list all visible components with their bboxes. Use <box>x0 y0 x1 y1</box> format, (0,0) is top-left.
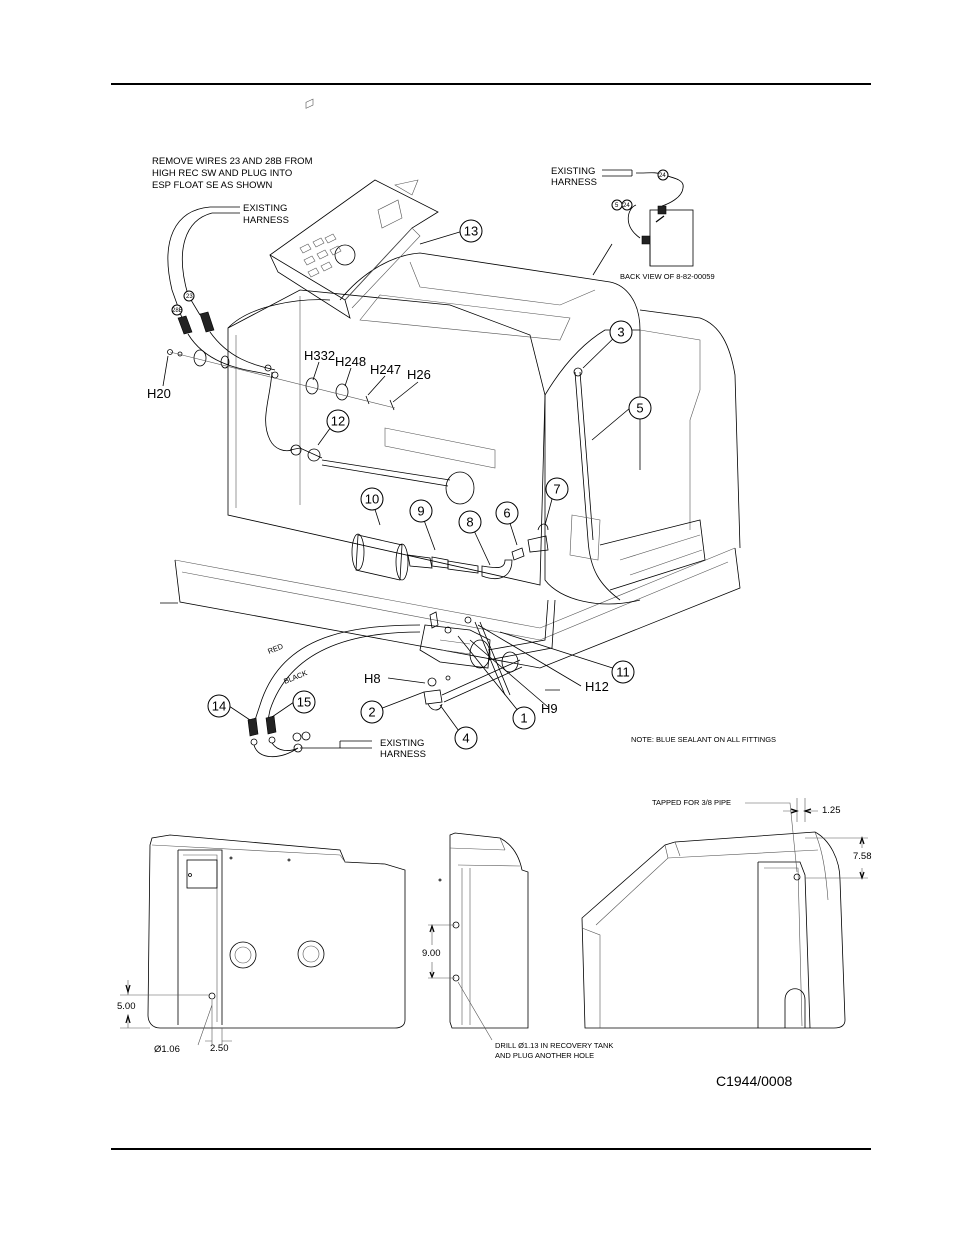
svg-text:2: 2 <box>368 705 375 720</box>
side-view-left <box>120 834 406 1046</box>
end-view-center <box>428 832 529 1041</box>
dim-9-00: 9.00 <box>422 948 441 959</box>
footer-rule <box>111 1148 871 1150</box>
note-existing-top: EXISTING <box>551 166 595 177</box>
callout-9: 9 <box>409 499 433 523</box>
hardware-h332: H332 <box>304 348 335 363</box>
dim-2-50: 2.50 <box>210 1043 229 1054</box>
note-harness-bottom: HARNESS <box>380 749 426 760</box>
drawing-notes: REMOVE WIRES 23 AND 28B FROM HIGH REC SW… <box>152 156 776 760</box>
hardware-h247: H247 <box>370 362 401 377</box>
note-remove-wires-line1: REMOVE WIRES 23 AND 28B FROM <box>152 156 313 167</box>
wire-number-23: 23 <box>186 294 193 300</box>
callout-12: 12 <box>326 409 350 433</box>
hardware-h8: H8 <box>364 671 381 686</box>
callout-4: 4 <box>454 726 478 750</box>
wire-label-black: BLACK <box>282 668 308 686</box>
note-drill-line1: DRILL Ø1.13 IN RECOVERY TANK <box>495 1041 613 1050</box>
note-remove-wires-line3: ESP FLOAT SE AS SHOWN <box>152 180 273 191</box>
note-blue-sealant: NOTE: BLUE SEALANT ON ALL FITTINGS <box>631 735 776 744</box>
callout-6: 6 <box>495 501 519 525</box>
callout-bubbles: 13 3 5 12 7 10 9 6 8 11 15 14 2 1 4 <box>207 219 652 750</box>
svg-text:9: 9 <box>417 504 424 519</box>
svg-text:14: 14 <box>212 699 226 714</box>
svg-text:11: 11 <box>616 665 630 680</box>
note-tapped-pipe: TAPPED FOR 3/8 PIPE <box>652 798 731 807</box>
callout-13: 13 <box>459 219 483 243</box>
svg-text:13: 13 <box>464 224 478 239</box>
note-harness-top: HARNESS <box>551 177 597 188</box>
svg-text:1: 1 <box>520 711 527 726</box>
wire-number-28b: 28B <box>172 308 183 314</box>
svg-text:4: 4 <box>462 731 469 746</box>
callout-1: 1 <box>512 706 536 730</box>
wire-label-red: RED <box>266 641 285 655</box>
callout-14: 14 <box>207 694 231 718</box>
callout-11: 11 <box>611 660 635 684</box>
callout-5: 5 <box>628 396 652 420</box>
callout-7: 7 <box>545 477 569 501</box>
hardware-h20: H20 <box>147 386 171 401</box>
svg-text:7: 7 <box>553 482 560 497</box>
svg-text:15: 15 <box>297 695 311 710</box>
hardware-h26: H26 <box>407 367 431 382</box>
note-drill-line2: AND PLUG ANOTHER HOLE <box>495 1051 594 1060</box>
note-remove-wires-line2: HIGH REC SW AND PLUG INTO <box>152 168 292 179</box>
dim-dia-1-06: Ø1.06 <box>154 1044 180 1055</box>
wire-number-5: 5 <box>615 203 619 209</box>
side-view-right <box>581 798 868 1029</box>
wire-number-24-top: 24 <box>659 173 666 179</box>
svg-text:6: 6 <box>503 506 510 521</box>
hardware-h9: H9 <box>541 701 558 716</box>
note-existing-bottom: EXISTING <box>380 738 424 749</box>
header-rule <box>111 83 871 85</box>
dim-1-25: 1.25 <box>822 805 841 816</box>
machine-isometric-view <box>160 98 741 758</box>
hardware-h12: H12 <box>585 679 609 694</box>
dim-7-58: 7.58 <box>853 851 872 862</box>
dim-5-00: 5.00 <box>117 1001 136 1012</box>
svg-text:10: 10 <box>365 492 379 507</box>
note-existing-left: EXISTING <box>243 203 287 214</box>
svg-text:8: 8 <box>466 515 473 530</box>
svg-text:12: 12 <box>331 414 345 429</box>
wire-number-24-mid: 24 <box>623 203 630 209</box>
hardware-h248: H248 <box>335 354 366 369</box>
note-back-view: BACK VIEW OF 8-82-00059 <box>620 272 715 281</box>
callout-8: 8 <box>458 510 482 534</box>
callout-3: 3 <box>609 320 633 344</box>
drawing-number: C1944/0008 <box>716 1073 793 1089</box>
note-harness-left: HARNESS <box>243 215 289 226</box>
svg-text:3: 3 <box>617 325 624 340</box>
svg-text:5: 5 <box>636 401 643 416</box>
hardware-labels: H20 H332 H248 H247 H26 H8 H12 H9 <box>147 348 609 716</box>
callout-2: 2 <box>360 700 384 724</box>
callout-15: 15 <box>292 690 316 714</box>
callout-10: 10 <box>360 487 384 511</box>
